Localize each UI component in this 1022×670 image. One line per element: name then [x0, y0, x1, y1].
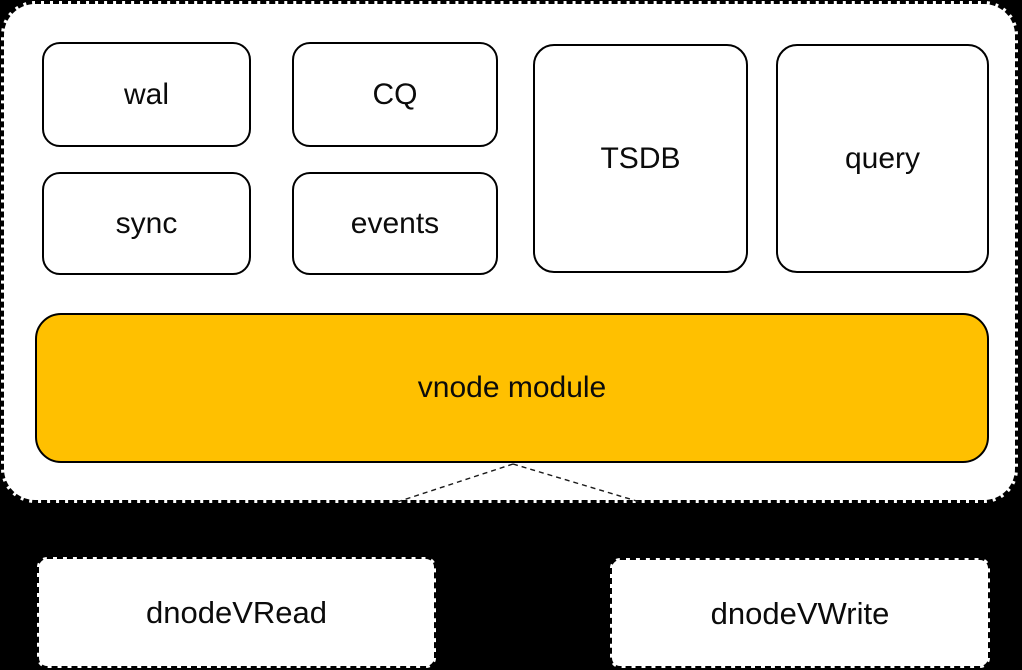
module-box-sync: sync	[42, 172, 251, 275]
module-label-sync: sync	[115, 206, 178, 240]
vnode-module-label: vnode module	[417, 371, 607, 404]
dnode-vread-label: dnodeVRead	[146, 595, 327, 630]
module-box-cq: CQ	[292, 42, 498, 147]
module-box-query: query	[776, 44, 989, 273]
module-label-cq: CQ	[372, 77, 418, 111]
dnode-vwrite-box: dnodeVWrite	[610, 558, 990, 668]
module-label-events: events	[350, 206, 440, 240]
module-label-tsdb: TSDB	[600, 141, 681, 175]
module-label-wal: wal	[123, 77, 169, 111]
module-box-events: events	[292, 172, 498, 275]
dnode-vread-box: dnodeVRead	[37, 557, 436, 668]
dnode-vwrite-label: dnodeVWrite	[710, 595, 890, 631]
module-box-wal: wal	[42, 42, 251, 147]
vnode-module-box: vnode module	[35, 313, 989, 463]
module-box-tsdb: TSDB	[533, 44, 748, 273]
module-label-query: query	[844, 141, 921, 175]
